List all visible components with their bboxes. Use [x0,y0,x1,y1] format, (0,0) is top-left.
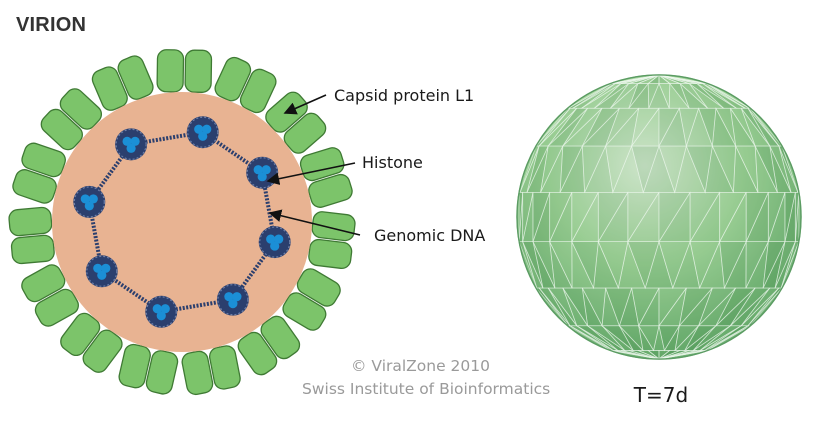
capsid-facet [658,75,681,84]
histone [246,156,279,189]
histone-pointer-arrow [266,162,356,185]
capsid-facet [658,75,671,84]
capsid-facet [620,75,660,84]
capsid-sphere-model [516,74,802,360]
triangulation-label: T=7d [633,383,688,407]
histone [145,295,178,328]
capsid-facet [615,75,660,84]
capsomer [308,211,356,270]
capsid-facet [658,75,690,84]
virion-cross-section [8,49,356,396]
capsid-facet [658,75,703,84]
capsomer [282,268,341,331]
page-title: VIRION [16,14,87,36]
histone [73,185,106,218]
genomic-dna-strand [87,130,277,314]
capsid-facet [658,75,707,84]
virion-interior [52,92,312,352]
capsid-shell [8,49,356,396]
institute-text: Swiss Institute of Bioinformatics [302,380,550,398]
copyright-text: © ViralZone 2010 [351,357,490,375]
capsid-facet [611,75,660,84]
capsid-facet [658,75,698,84]
capsomer [91,55,154,111]
capsomer [118,343,179,395]
capsomer [12,142,66,204]
histone [115,128,148,161]
capsid-facet [637,75,660,84]
capsomer [214,56,277,114]
histone [186,116,219,149]
capsid-facet-mesh [518,75,800,359]
genomic-dna-label: Genomic DNA [374,226,485,245]
capsomer [237,315,301,376]
capsomer [60,312,123,373]
histone-group [73,116,291,328]
capsomer [299,147,353,208]
capsid-pointer-arrow [283,94,327,115]
capsid-facet [647,75,660,84]
capsomer [156,49,213,93]
histone [85,255,118,288]
capsomer [40,88,103,151]
capsid-facet [628,75,660,84]
capsomer [8,206,55,265]
capsomer [21,264,79,327]
capsid-protein-label: Capsid protein L1 [334,86,474,105]
dna-pointer-arrow [268,209,361,236]
histone [216,283,249,316]
histone [258,226,291,259]
capsomer [181,345,241,396]
histone-label: Histone [362,153,423,172]
